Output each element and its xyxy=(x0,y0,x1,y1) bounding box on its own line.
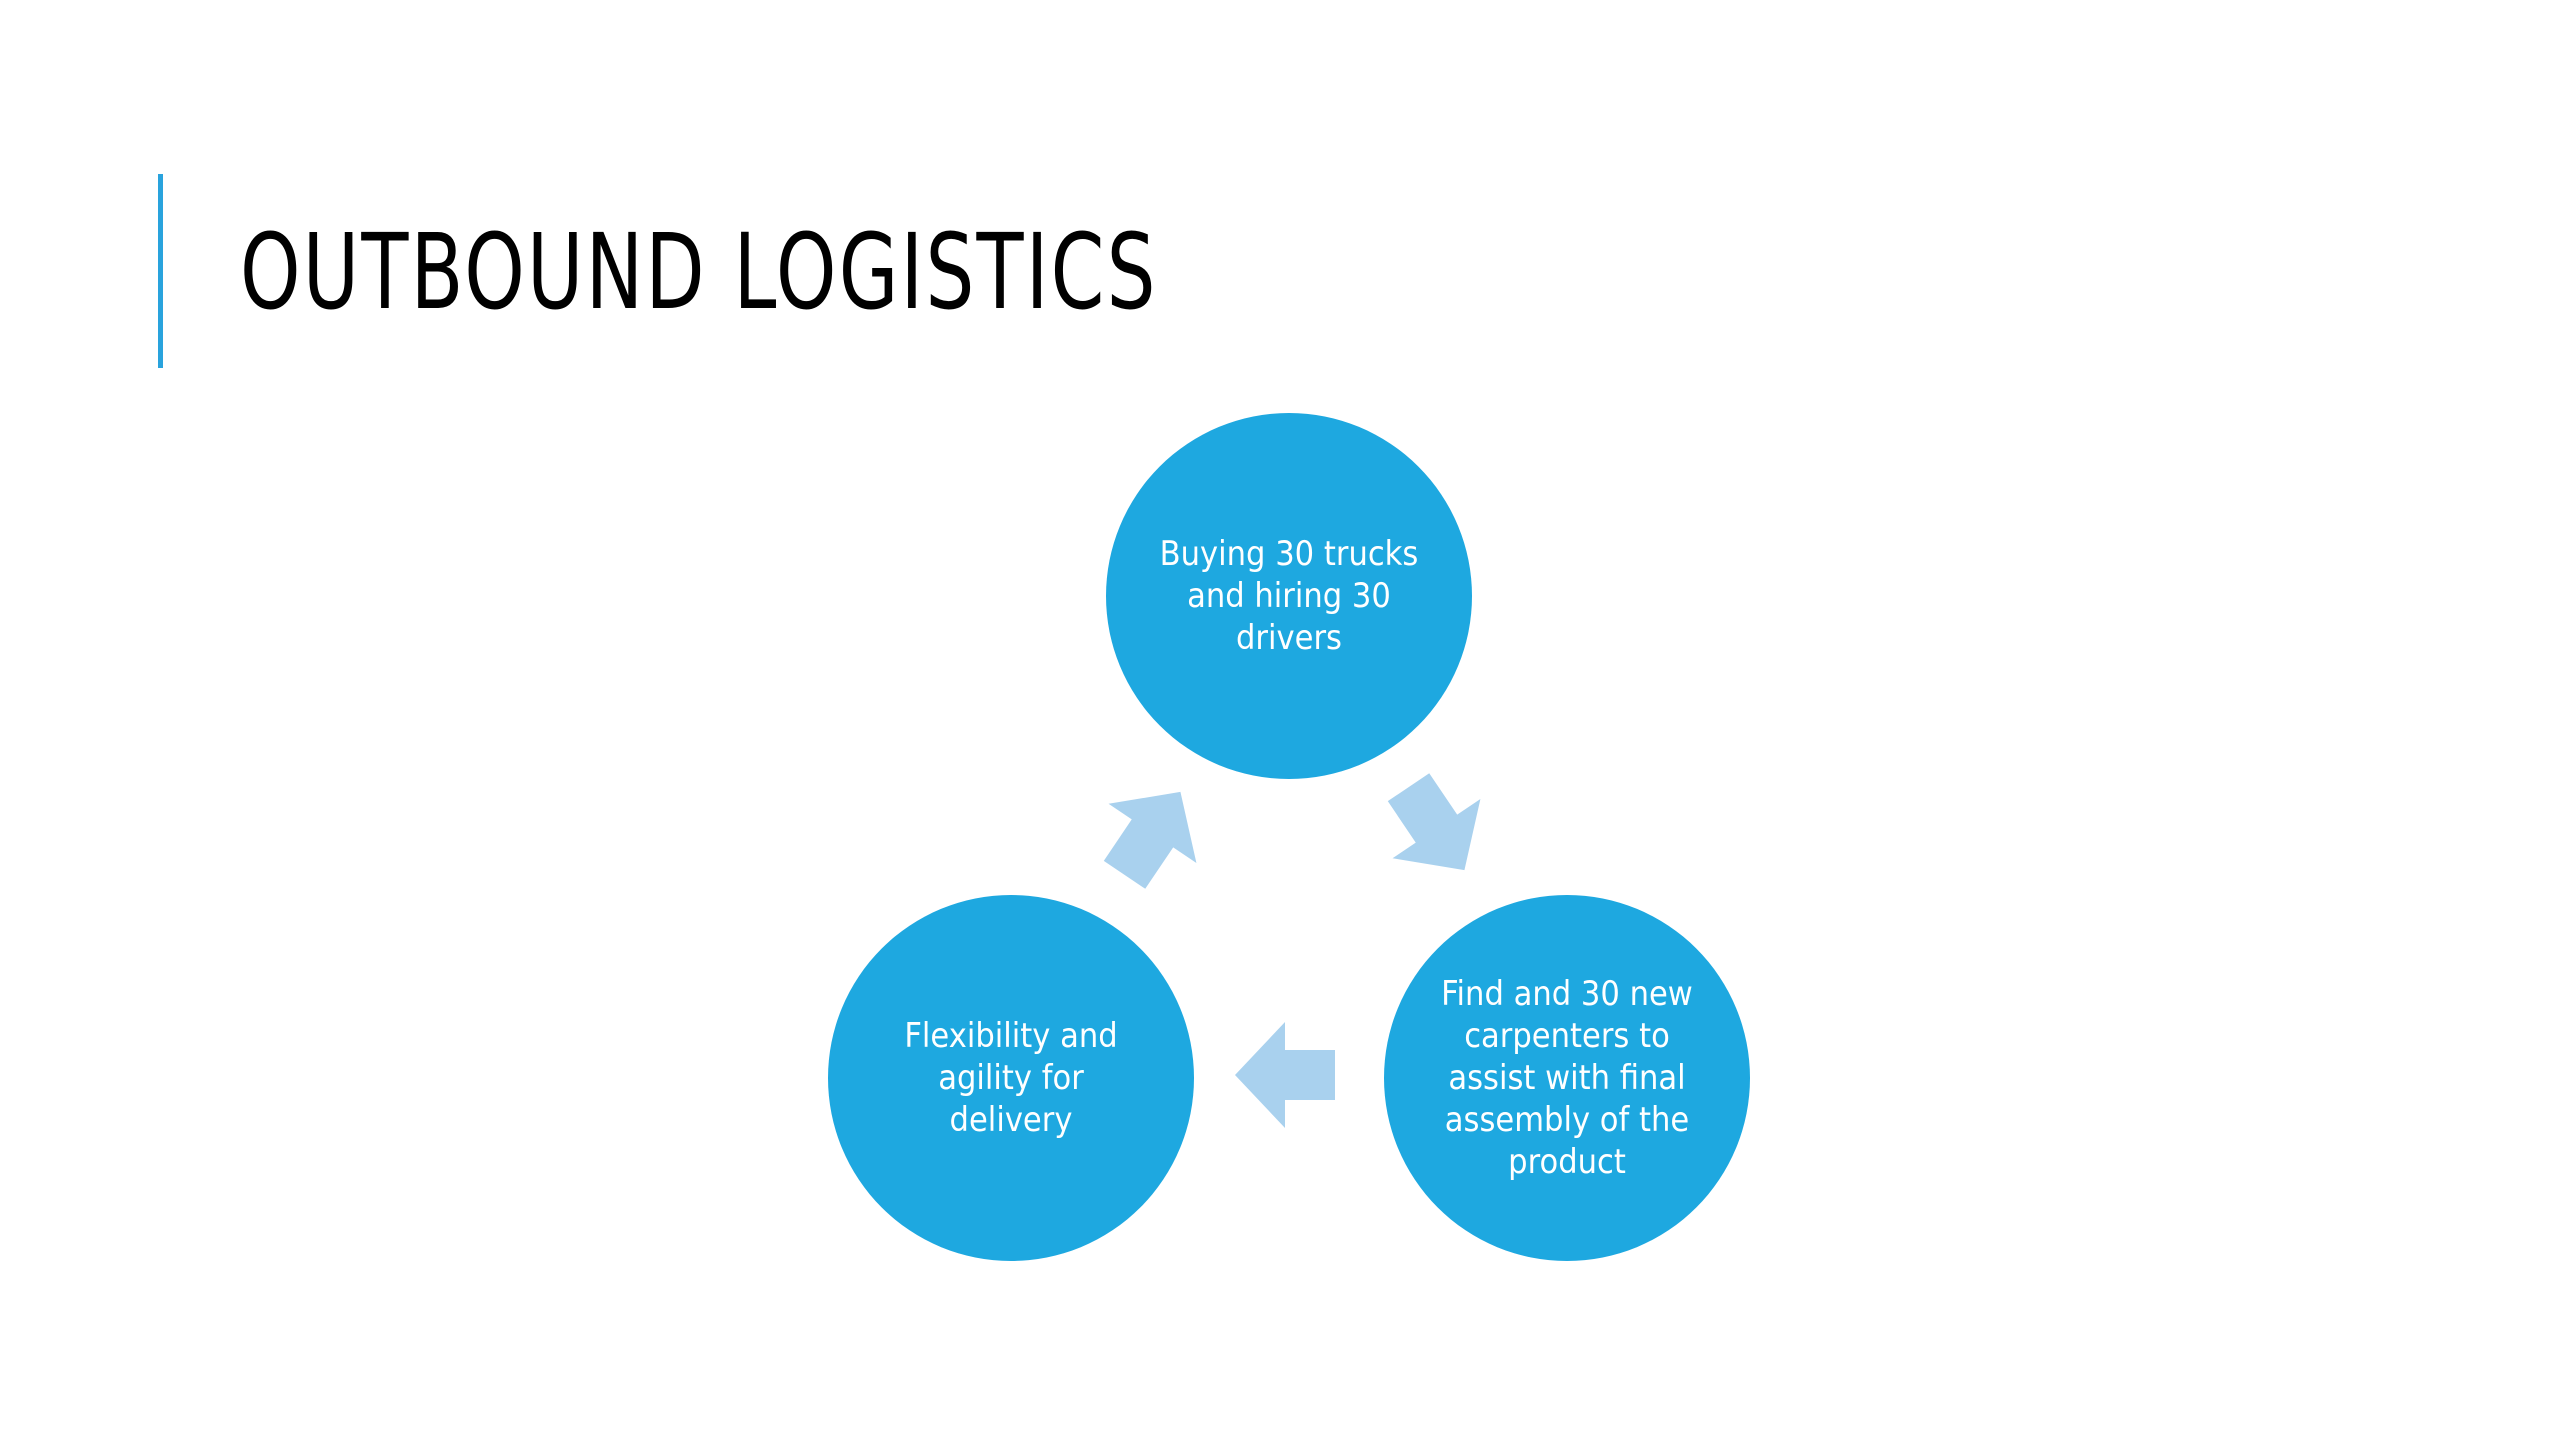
arrow-right-to-left xyxy=(1235,1022,1335,1128)
title-accent-bar xyxy=(158,174,163,368)
slide-title: OUTBOUND LOGISTICS xyxy=(240,211,1158,333)
cycle-node-label: Find and 30 new carpenters to assist wit… xyxy=(1441,974,1693,1182)
cycle-node-trucks-drivers: Buying 30 trucks and hiring 30 drivers xyxy=(1106,413,1472,779)
cycle-node-flexibility: Flexibility and agility for delivery xyxy=(828,895,1194,1261)
arrow-top-to-right xyxy=(1387,773,1481,871)
cycle-node-label: Flexibility and agility for delivery xyxy=(904,1016,1118,1140)
arrow-left-to-top xyxy=(1103,791,1197,889)
cycle-node-carpenters: Find and 30 new carpenters to assist wit… xyxy=(1384,895,1750,1261)
cycle-node-label: Buying 30 trucks and hiring 30 drivers xyxy=(1159,534,1419,658)
